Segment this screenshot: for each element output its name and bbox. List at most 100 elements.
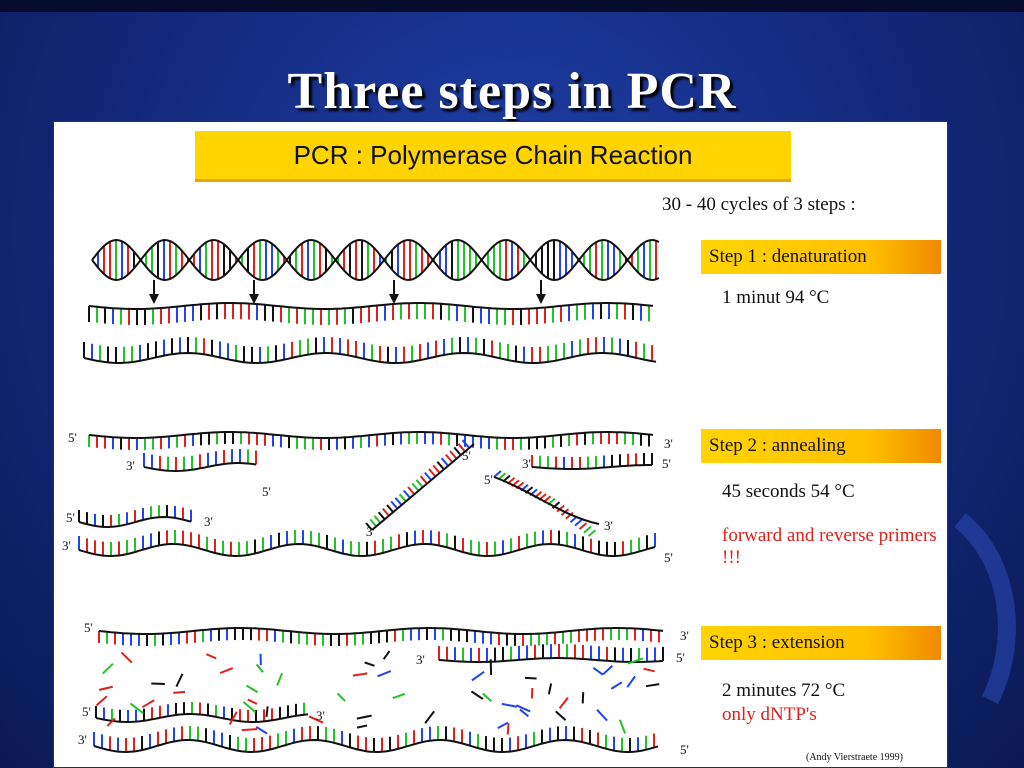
end-label-3: 3'	[316, 708, 325, 723]
step-3-condition: 2 minutes 72 °C	[722, 680, 846, 701]
end-label-5: 5'	[676, 650, 685, 665]
dntp	[558, 697, 569, 709]
dntp	[175, 673, 184, 688]
dntp	[336, 692, 346, 702]
primer-base	[436, 461, 445, 470]
arrow-down-icon	[249, 294, 259, 304]
dntp	[364, 661, 375, 667]
end-label-5: 5'	[66, 510, 75, 525]
dntp	[482, 692, 492, 702]
dntp	[519, 708, 529, 718]
primer-base	[419, 475, 428, 484]
dntp	[524, 676, 537, 680]
diagram-banner: PCR : Polymerase Chain Reaction	[195, 131, 791, 182]
primer-base	[440, 457, 449, 466]
primer-base	[403, 489, 411, 499]
template-strand-bottom	[93, 738, 659, 754]
dntp	[515, 704, 531, 713]
separated-strand-bottom	[83, 351, 657, 365]
primer-base	[457, 443, 466, 452]
primer-base	[365, 522, 373, 531]
primer-base	[377, 511, 386, 520]
dntp	[120, 651, 133, 664]
end-label-3: 3'	[366, 524, 375, 539]
template-strand-bottom	[78, 542, 656, 558]
step-3-note: only dNTP's	[722, 704, 817, 725]
end-label-3: 3'	[416, 652, 425, 667]
step-1-condition: 1 minut 94 °C	[722, 287, 830, 308]
dntp	[308, 715, 324, 724]
dntp	[95, 695, 108, 707]
dntp	[581, 692, 585, 704]
dntp	[497, 721, 509, 729]
credit-text: (Andy Vierstraete 1999)	[806, 752, 903, 763]
helix-strand-a	[91, 238, 660, 282]
dntp	[596, 709, 608, 722]
end-label-5: 5'	[462, 448, 471, 463]
dntp	[356, 724, 368, 729]
dntp	[602, 665, 614, 675]
primer-base	[453, 446, 461, 456]
dntp	[506, 723, 510, 735]
primer-base	[574, 518, 583, 527]
primer-base	[415, 479, 424, 488]
dntp	[547, 683, 553, 695]
primer-base	[583, 525, 592, 534]
dntp	[470, 690, 484, 700]
primer-base	[445, 453, 453, 463]
dntp	[356, 714, 372, 720]
top-bar	[0, 0, 1024, 12]
dntp	[242, 701, 257, 714]
end-label-3: 3'	[522, 456, 531, 471]
dntp	[643, 667, 655, 673]
primer-base	[565, 511, 574, 520]
dntp	[247, 698, 258, 705]
dntp	[627, 657, 644, 665]
end-label-5: 5'	[84, 620, 93, 635]
dntp	[141, 699, 155, 709]
slide-title: Three steps in PCR	[287, 63, 737, 120]
end-label-3: 3'	[126, 458, 135, 473]
primer-base	[449, 450, 457, 459]
primer-base	[432, 464, 440, 474]
step-1-label: Step 1 : denaturation	[701, 240, 941, 274]
diagonal-primer	[371, 443, 475, 531]
primer-base	[390, 500, 398, 510]
step-2-condition: 45 seconds 54 °C	[722, 481, 855, 502]
end-label-5: 5'	[664, 550, 673, 565]
primer-base	[394, 497, 403, 506]
extending-strand	[95, 713, 309, 724]
primer-base	[556, 504, 565, 513]
end-label-5: 5'	[662, 456, 671, 471]
template-strand-top	[88, 431, 654, 439]
end-label-3: 3'	[604, 518, 613, 533]
dntp	[377, 670, 392, 678]
diagonal-primer	[493, 476, 600, 525]
dntp	[424, 710, 435, 724]
end-label-3: 3'	[204, 514, 213, 529]
dntp	[276, 672, 283, 686]
pcr-diagram-panel: PCR : Polymerase Chain Reaction 30 - 40 …	[53, 121, 948, 768]
end-label-5: 5'	[680, 742, 689, 757]
end-label-3: 3'	[680, 628, 689, 643]
dntp	[129, 702, 144, 714]
dntp	[382, 650, 391, 660]
primer-base	[428, 468, 436, 477]
step-3-label: Step 3 : extension	[701, 626, 941, 660]
end-label-5: 5'	[82, 704, 91, 719]
end-label-5: 5'	[262, 484, 271, 499]
primer-fragment	[143, 462, 257, 473]
primer-base	[373, 515, 382, 524]
dntp	[246, 684, 259, 694]
end-label-5: 5'	[484, 472, 493, 487]
dntp	[205, 653, 217, 660]
primer-base	[407, 486, 415, 495]
primer-base	[424, 471, 432, 481]
dntp	[626, 675, 636, 688]
end-label-3: 3'	[62, 538, 71, 553]
dntp	[392, 692, 406, 700]
dntp	[219, 667, 234, 674]
helix-strand-b	[91, 238, 660, 282]
primer-base	[369, 518, 377, 528]
primer-base	[578, 522, 588, 530]
